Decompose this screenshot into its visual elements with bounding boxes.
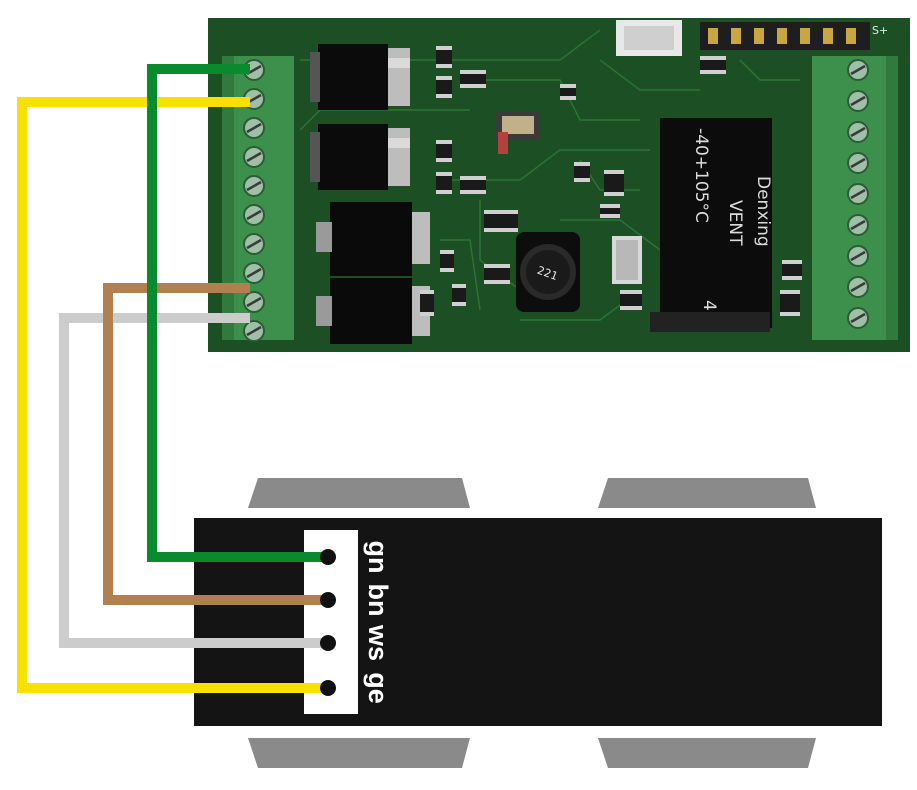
- brush-pad-bottom-right: [598, 738, 816, 768]
- wire-green: [147, 64, 328, 562]
- wire-yellow: [17, 97, 328, 693]
- smd-components: [420, 46, 802, 316]
- right-screw-5: [847, 183, 869, 205]
- terminal-label-ws: ws: [363, 624, 393, 661]
- smd-part-3: [436, 140, 452, 162]
- red-capacitor: [498, 132, 508, 154]
- header-pin-4: [777, 28, 787, 44]
- right-screw-1: [847, 59, 869, 81]
- left-screw-7: [243, 233, 265, 255]
- left-screw-3: [243, 117, 265, 139]
- smd-part-8: [452, 284, 466, 306]
- terminal-label-bn: bn: [363, 584, 393, 617]
- smd-part-14: [600, 204, 620, 218]
- motor-terminals: gn bn ws ge: [320, 541, 393, 704]
- left-screw-5: [243, 175, 265, 197]
- motor: [194, 478, 882, 768]
- mosfet-1: [310, 44, 410, 110]
- smd-part-9: [484, 210, 518, 232]
- right-screw-9: [847, 307, 869, 329]
- header-pin-6: [823, 28, 833, 44]
- smd-part-4: [436, 172, 452, 194]
- wire-brown: [103, 283, 328, 605]
- smd-part-18: [782, 260, 802, 280]
- smd-part-7: [440, 250, 454, 272]
- header-pin-3: [754, 28, 764, 44]
- right-screw-6: [847, 214, 869, 236]
- terminal-dot-ws: [320, 635, 336, 651]
- right-screw-terminals: [847, 59, 869, 329]
- terminal-dot-ge: [320, 680, 336, 696]
- right-screw-7: [847, 245, 869, 267]
- right-screw-2: [847, 90, 869, 112]
- left-screw-4: [243, 146, 265, 168]
- left-screw-8: [243, 262, 265, 284]
- smd-part-16: [700, 56, 726, 74]
- right-screw-4: [847, 152, 869, 174]
- mosfet-4: [316, 278, 430, 344]
- left-screw-6: [243, 204, 265, 226]
- sense-resistor-cap: [502, 116, 534, 134]
- relay-brand: Denxing: [753, 176, 773, 247]
- mosfet-2: [310, 124, 410, 190]
- smd-part-6: [460, 176, 486, 194]
- smd-part-13: [604, 170, 624, 196]
- smd-part-12: [574, 162, 590, 182]
- relay-marking-line1: VENT: [725, 200, 745, 246]
- left-screw-9: [243, 291, 265, 313]
- decoder-board: 221 -40+105°C VENT Denxing 4 S+: [208, 18, 910, 352]
- header-pin-1: [708, 28, 718, 44]
- smd-part-10: [484, 264, 510, 284]
- header-mark: S+: [872, 24, 888, 37]
- mosfet-3: [316, 202, 430, 276]
- terminal-label-gn: gn: [363, 541, 393, 574]
- smd-part-1: [436, 46, 452, 68]
- smd-part-19: [780, 290, 800, 316]
- relay-marking-line2: -40+105°C: [691, 128, 711, 223]
- terminal-dot-bn: [320, 592, 336, 608]
- smd-part-5: [460, 70, 486, 88]
- wires: [17, 64, 328, 693]
- terminal-label-ge: ge: [363, 672, 393, 704]
- header-pins: [708, 28, 856, 44]
- inductor: 221: [516, 232, 580, 312]
- brush-pad-top-left: [248, 478, 470, 508]
- right-terminal-block: [812, 56, 898, 340]
- right-screw-8: [847, 276, 869, 298]
- header-pin-7: [846, 28, 856, 44]
- smd-part-17: [620, 290, 642, 310]
- terminal-dot-gn: [320, 549, 336, 565]
- smd-part-15: [560, 84, 576, 100]
- header-pin-2: [731, 28, 741, 44]
- header-pin-5: [800, 28, 810, 44]
- pin-header: S+: [616, 20, 888, 56]
- motor-body: [194, 518, 882, 726]
- relay: -40+105°C VENT Denxing 4: [650, 118, 773, 332]
- brush-pad-top-right: [598, 478, 816, 508]
- smd-part-2: [436, 76, 452, 98]
- relay-suffix: 4: [699, 300, 719, 311]
- right-screw-3: [847, 121, 869, 143]
- left-screw-10: [243, 320, 265, 342]
- brush-pad-bottom-left: [248, 738, 470, 768]
- smd-part-11: [420, 290, 434, 316]
